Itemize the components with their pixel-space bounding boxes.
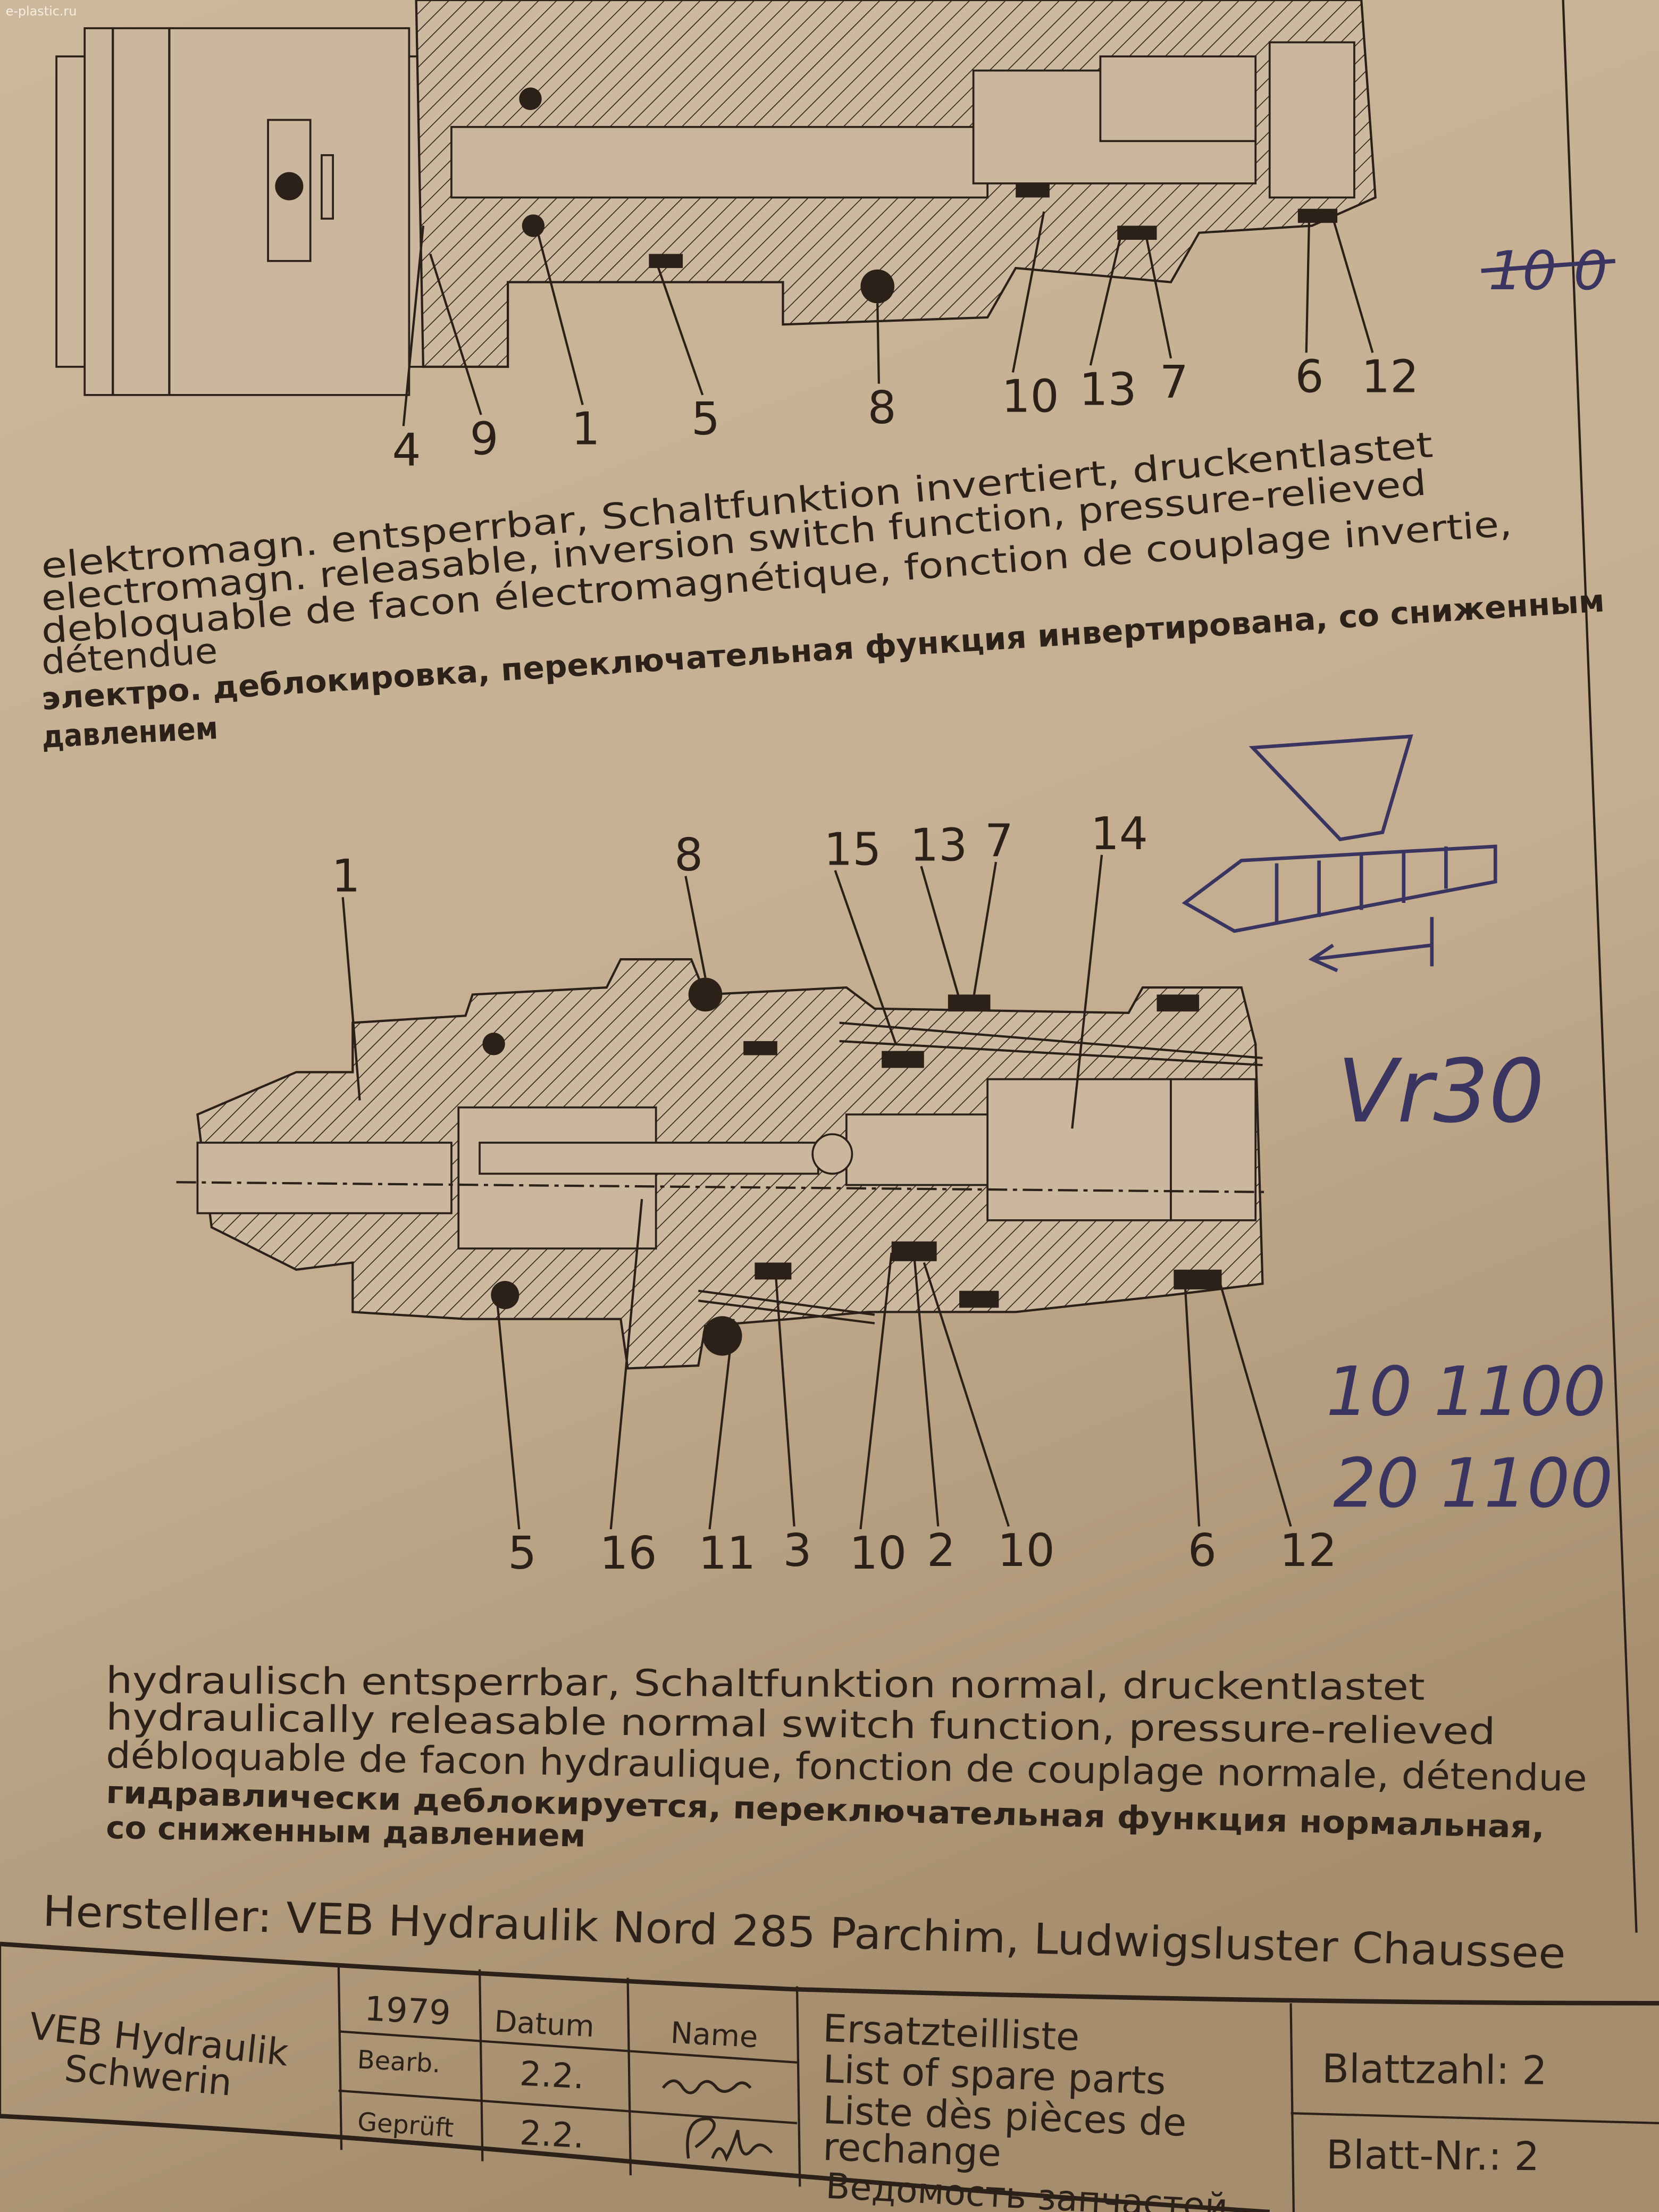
frame-border-right xyxy=(1562,0,1638,1933)
callout-number: 12 xyxy=(1279,1524,1337,1577)
leader-line xyxy=(708,1319,735,1530)
handwritten-code-2: 20 1100 xyxy=(1333,1444,1613,1523)
row-checked-label: Geprüft xyxy=(356,2107,455,2143)
caption-line-de: hydraulisch entsperrbar, Schaltfunktion … xyxy=(106,1660,1425,1709)
callout-number: 9 xyxy=(470,413,498,465)
leader-line xyxy=(972,861,998,999)
row-checked-date: 2.2. xyxy=(518,2114,585,2156)
col-name-header: Name xyxy=(669,2016,759,2055)
row-edited-date: 2.2. xyxy=(518,2054,585,2097)
callout-number: 13 xyxy=(910,819,967,872)
callout-number: 11 xyxy=(698,1527,756,1580)
leader-line xyxy=(775,1276,795,1527)
leader-line xyxy=(1332,218,1374,353)
watermark: e-plastic.ru xyxy=(6,4,77,19)
callout-number: 15 xyxy=(824,823,881,876)
callout-number: 7 xyxy=(1160,356,1188,409)
callout-number: 13 xyxy=(1079,363,1137,416)
leader-line xyxy=(609,1199,643,1530)
leader-line xyxy=(1071,854,1103,1129)
callout-number: 8 xyxy=(868,382,896,434)
caption-line-ru-cont: со сниженным давлением xyxy=(106,1809,586,1854)
callout-number: 6 xyxy=(1295,351,1324,404)
callout-number: 2 xyxy=(927,1524,956,1577)
caption-figure2: hydraulisch entsperrbar, Schaltfunktion … xyxy=(106,1660,1588,1854)
callout-number: 14 xyxy=(1091,808,1148,860)
leader-line xyxy=(876,303,880,384)
leader-line xyxy=(684,876,707,978)
leader-line xyxy=(920,866,961,999)
callout-number: 1 xyxy=(331,850,360,903)
handwritten-code-1: 10 1100 xyxy=(1326,1353,1606,1431)
leader-line xyxy=(923,1262,1010,1527)
signature-checked xyxy=(686,2117,773,2162)
signature-edited xyxy=(661,2079,752,2094)
leader-line xyxy=(535,225,584,405)
callout-number: 10 xyxy=(849,1527,907,1580)
row-edited-label: Bearb. xyxy=(357,2045,441,2079)
callout-number: 7 xyxy=(985,815,1013,867)
col-date-header: Datum xyxy=(493,2004,596,2044)
callout-number: 16 xyxy=(600,1527,657,1580)
leader-line xyxy=(1219,1283,1292,1527)
title-block: VEB Hydraulik Schwerin 1979 Datum Name B… xyxy=(0,1941,1659,2212)
year: 1979 xyxy=(364,1989,452,2033)
callout-number: 4 xyxy=(392,424,421,477)
strike-through-line xyxy=(1481,258,1616,273)
leader-line xyxy=(429,253,482,415)
callout-number: 12 xyxy=(1361,351,1419,404)
handwritten-drill-sketch xyxy=(1182,734,1497,973)
callout-number: 10 xyxy=(1002,371,1059,423)
callout-number: 3 xyxy=(783,1524,811,1577)
handwritten-model: Vr30 xyxy=(1337,1040,1544,1142)
leader-line xyxy=(1144,232,1172,359)
leader-line xyxy=(1011,211,1045,373)
leader-line xyxy=(859,1252,893,1530)
leader-line xyxy=(834,870,897,1044)
leader-line xyxy=(402,225,425,426)
title-de: Ersatzteilliste xyxy=(822,2006,1080,2059)
leader-line xyxy=(341,897,361,1101)
callout-number: 8 xyxy=(674,829,703,882)
sheet-number: Blatt-Nr.: 2 xyxy=(1326,2132,1540,2180)
leader-line xyxy=(1184,1284,1201,1527)
callout-number: 1 xyxy=(571,403,600,456)
leader-line xyxy=(1089,232,1123,366)
sheet-count: Blattzahl: 2 xyxy=(1322,2046,1547,2094)
callout-number: 6 xyxy=(1188,1524,1217,1577)
valve-drawing-hydraulic xyxy=(176,958,1270,1370)
leader-line xyxy=(495,1295,521,1530)
leader-line xyxy=(1305,219,1311,353)
valve-drawing-electromagnetic xyxy=(55,0,1377,396)
title-fr-cont: rechange xyxy=(822,2125,1002,2175)
callout-number: 5 xyxy=(508,1527,537,1580)
callout-number: 5 xyxy=(691,393,720,446)
leader-line xyxy=(913,1255,940,1527)
callout-number: 10 xyxy=(998,1524,1055,1577)
leader-line xyxy=(655,261,704,396)
figure2-callouts: 1 8 15 13 7 14 5 16 11 3 10 2 10 6 12 xyxy=(331,808,1337,1580)
